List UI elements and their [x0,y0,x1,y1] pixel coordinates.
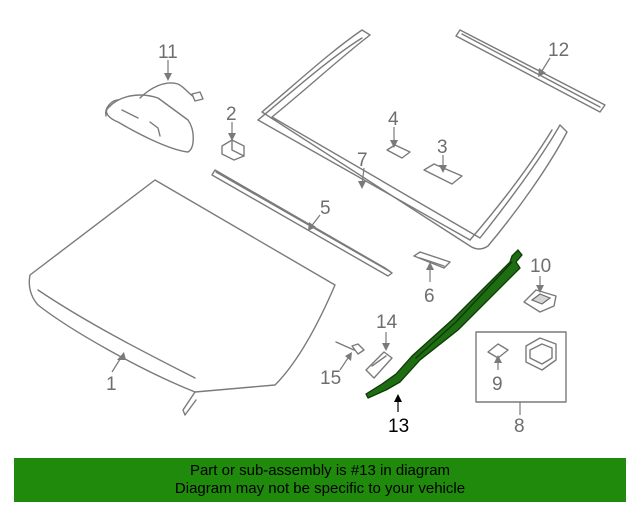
part-6-strip[interactable] [413,251,451,269]
callout-15[interactable]: 15 [320,368,341,389]
callout-13[interactable]: 13 [388,416,409,437]
part-4-pad[interactable] [386,144,411,159]
callout-9[interactable]: 9 [492,374,503,395]
arrowhead-12 [538,68,546,77]
callout-12[interactable]: 12 [548,40,569,61]
callout-2[interactable]: 2 [226,104,237,125]
part-1-hood[interactable] [28,179,336,416]
part-14-bracket[interactable] [365,351,393,379]
arrowhead-1 [117,352,126,360]
callout-5[interactable]: 5 [320,198,331,219]
callout-11[interactable]: 11 [158,42,178,63]
callout-10[interactable]: 10 [530,256,551,277]
callout-1[interactable]: 1 [106,374,117,395]
part-3-pad[interactable] [423,163,463,185]
arrowhead-13 [394,394,402,402]
arrowhead-6 [426,262,434,270]
arrowhead-10 [536,285,544,293]
parts-diagram: 1 2 3 4 5 6 7 [28,29,606,437]
arrowhead-14 [382,343,390,351]
arrowhead-3 [439,165,447,173]
banner-line-2: Diagram may not be specific to your vehi… [174,480,466,497]
arrowhead-2 [228,133,236,141]
callout-8[interactable]: 8 [514,416,525,437]
part-12-strip[interactable] [455,29,606,113]
callout-7[interactable]: 7 [357,150,368,171]
callout-6[interactable]: 6 [424,286,435,307]
part-11-mirror[interactable] [104,82,204,153]
banner-line-1: Part or sub-assembly is #13 in diagram [189,462,451,479]
part-15-screw[interactable] [335,341,365,355]
callout-3[interactable]: 3 [437,137,448,158]
arrowhead-15 [345,352,352,361]
callout-4[interactable]: 4 [388,109,399,130]
arrowhead-5 [308,222,316,231]
part-8-kit-box[interactable] [475,331,567,403]
part-13-pillar-moulding[interactable] [365,249,523,399]
arrowhead-9 [494,355,502,363]
arrowhead-4 [390,140,398,148]
arrowhead-7 [358,181,366,189]
highlight-info-banner: Part or sub-assembly is #13 in diagram D… [14,458,626,502]
arrowhead-11 [164,73,172,81]
part-5-moulding[interactable] [211,169,393,277]
part-7-windshield[interactable] [257,29,568,250]
part-10-bracket[interactable] [523,289,557,313]
part-2-clip[interactable] [221,139,245,161]
callout-14[interactable]: 14 [376,312,398,333]
